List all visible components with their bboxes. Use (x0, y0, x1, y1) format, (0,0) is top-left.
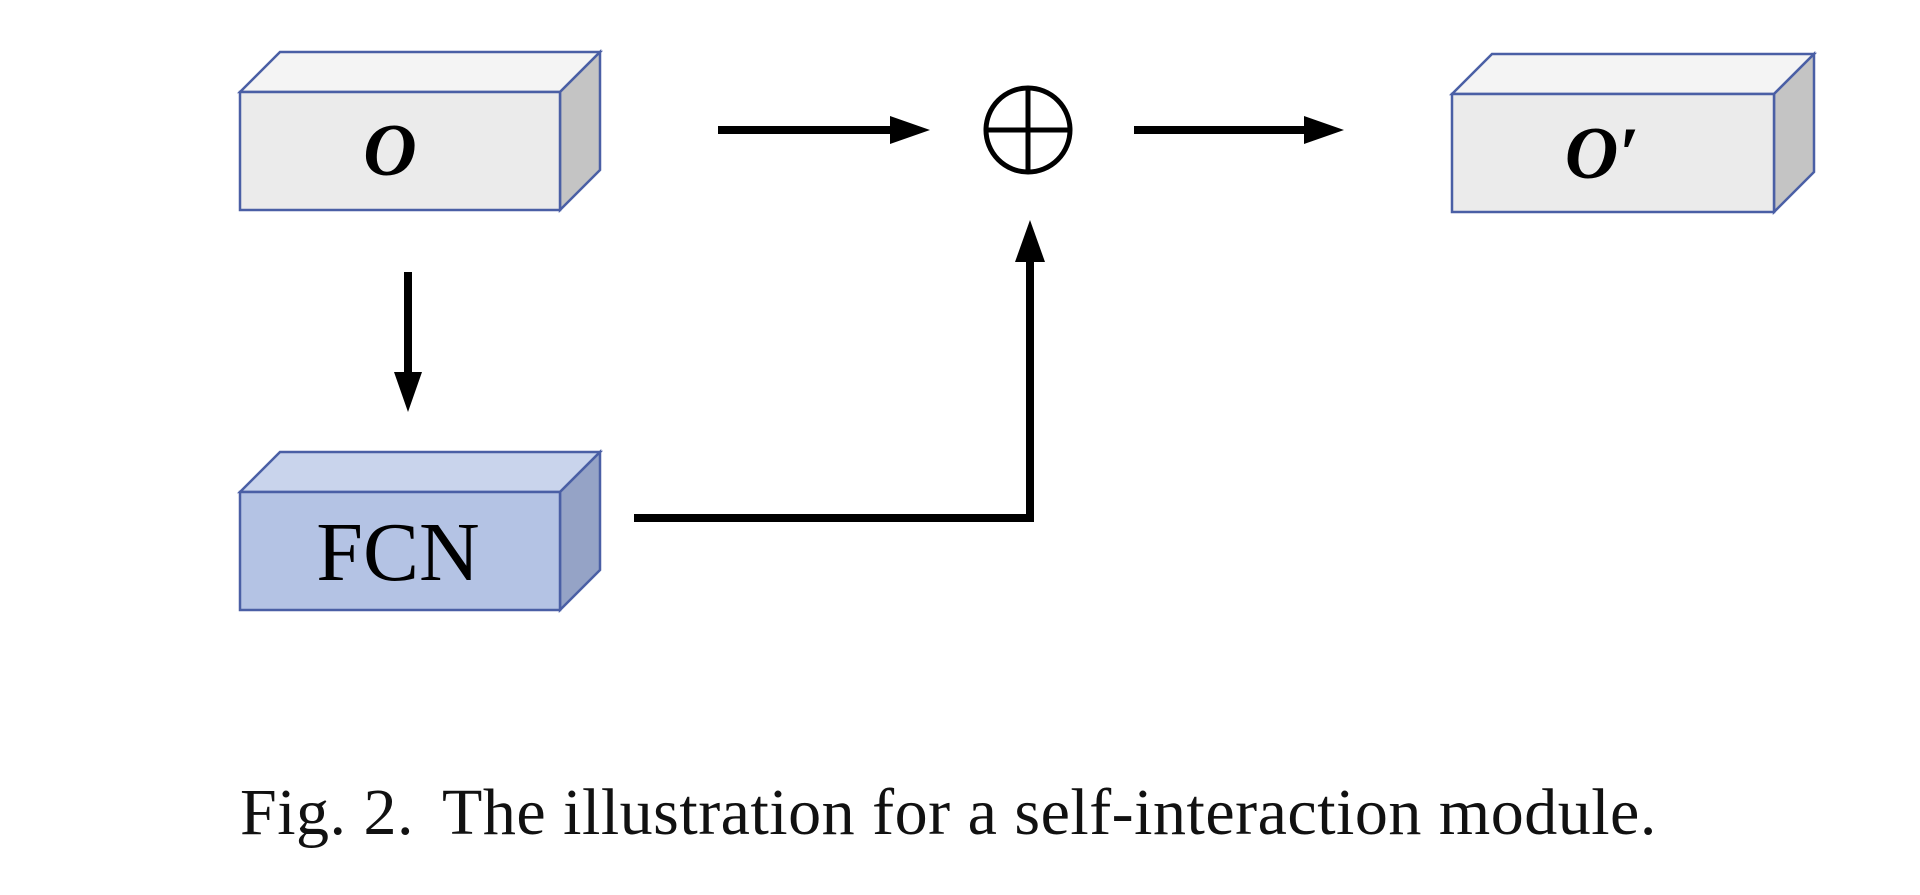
output-box: O′ (1448, 50, 1818, 216)
input-box: O (236, 48, 604, 214)
output-box-label: O′ (1565, 113, 1639, 195)
input-box-front (238, 90, 562, 212)
fcn-box: FCN (236, 448, 604, 614)
input-box-label: O (363, 110, 416, 192)
arrow-fcn-to-sum (634, 220, 1045, 522)
fcn-box-label: FCN (316, 506, 479, 599)
output-box-front (1450, 92, 1776, 214)
arrow-input-to-fcn (394, 272, 422, 412)
fcn-box-front (238, 490, 562, 612)
fcn-box-top (236, 450, 604, 494)
arrow-input-to-sum (718, 116, 930, 144)
output-box-top (1448, 52, 1818, 96)
arrow-sum-to-output (1134, 116, 1344, 144)
figure-caption: Fig. 2. The illustration for a self-inter… (240, 775, 1657, 851)
input-box-top (236, 50, 604, 94)
sum-node (983, 85, 1073, 175)
figure-caption-text: The illustration for a self-interaction … (442, 776, 1657, 849)
figure-caption-tag: Fig. 2. (240, 776, 415, 849)
